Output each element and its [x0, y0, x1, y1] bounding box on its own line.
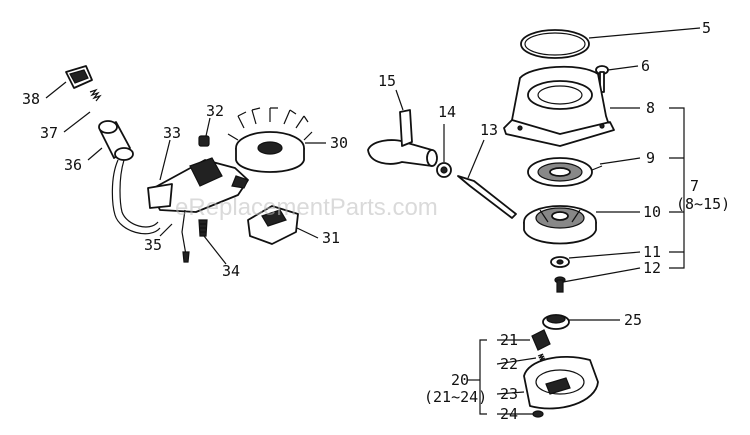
- callout-36: 36: [64, 156, 82, 174]
- callout-30: 30: [330, 134, 348, 152]
- callout-24: 24: [500, 405, 518, 423]
- magnet-shoe-31[interactable]: [247, 205, 299, 245]
- screw-34[interactable]: [198, 219, 208, 237]
- o-ring-5[interactable]: [520, 29, 590, 59]
- callout-6: 6: [641, 57, 650, 75]
- callout-9: 9: [646, 149, 655, 167]
- callout-33: 33: [163, 124, 181, 142]
- callout-20: 20: [451, 371, 469, 389]
- callout-12: 12: [643, 259, 661, 277]
- callout-10: 10: [643, 203, 661, 221]
- callout-21: 21: [500, 331, 518, 349]
- handle-15[interactable]: [367, 109, 438, 167]
- leader-lines: [45, 27, 701, 415]
- callout-32: 32: [206, 102, 224, 120]
- nut-32[interactable]: [198, 135, 210, 147]
- callout-23: 23: [500, 385, 518, 403]
- callout-15: 15: [378, 72, 396, 90]
- callout-11: 11: [643, 243, 661, 261]
- washer-11[interactable]: [550, 256, 570, 268]
- nut-14[interactable]: [436, 162, 452, 178]
- callout-5: 5: [702, 19, 711, 37]
- flywheel-30[interactable]: [227, 107, 313, 173]
- callout-34: 34: [222, 262, 240, 280]
- screw-24[interactable]: [532, 410, 544, 418]
- callout-37: 37: [40, 124, 58, 142]
- callout-31: 31: [322, 229, 340, 247]
- pulley-10[interactable]: [523, 205, 597, 245]
- callout-22: 22: [500, 355, 518, 373]
- callout-7-range: (8~15): [676, 195, 730, 213]
- callout-labels: 5 6 8 9 7 (8~15) 10 11 12 13 14 15 25 20…: [22, 19, 730, 423]
- ignition-coil-33[interactable]: [147, 157, 249, 213]
- callout-20-range: (21~24): [424, 388, 487, 406]
- callout-14: 14: [438, 103, 456, 121]
- callout-8: 8: [646, 99, 655, 117]
- pawl-21[interactable]: [531, 329, 551, 351]
- spring-22[interactable]: [537, 353, 546, 361]
- ground-wire-35[interactable]: [181, 209, 190, 263]
- callout-25: 25: [624, 311, 642, 329]
- retainer-23[interactable]: [523, 356, 599, 410]
- callout-38: 38: [22, 90, 40, 108]
- recoil-spring-9[interactable]: [527, 157, 603, 187]
- screw-12[interactable]: [554, 276, 566, 293]
- callout-35: 35: [144, 236, 162, 254]
- callout-7: 7: [690, 177, 699, 195]
- starter-housing-8[interactable]: [503, 65, 615, 147]
- boot-36[interactable]: [98, 120, 161, 235]
- spring-37[interactable]: [89, 88, 102, 102]
- pin-13[interactable]: [457, 175, 517, 219]
- cap-25[interactable]: [542, 314, 570, 330]
- callout-13: 13: [480, 121, 498, 139]
- spark-plug-terminal-38[interactable]: [65, 65, 93, 89]
- watermark: eReplacementParts.com: [175, 194, 438, 221]
